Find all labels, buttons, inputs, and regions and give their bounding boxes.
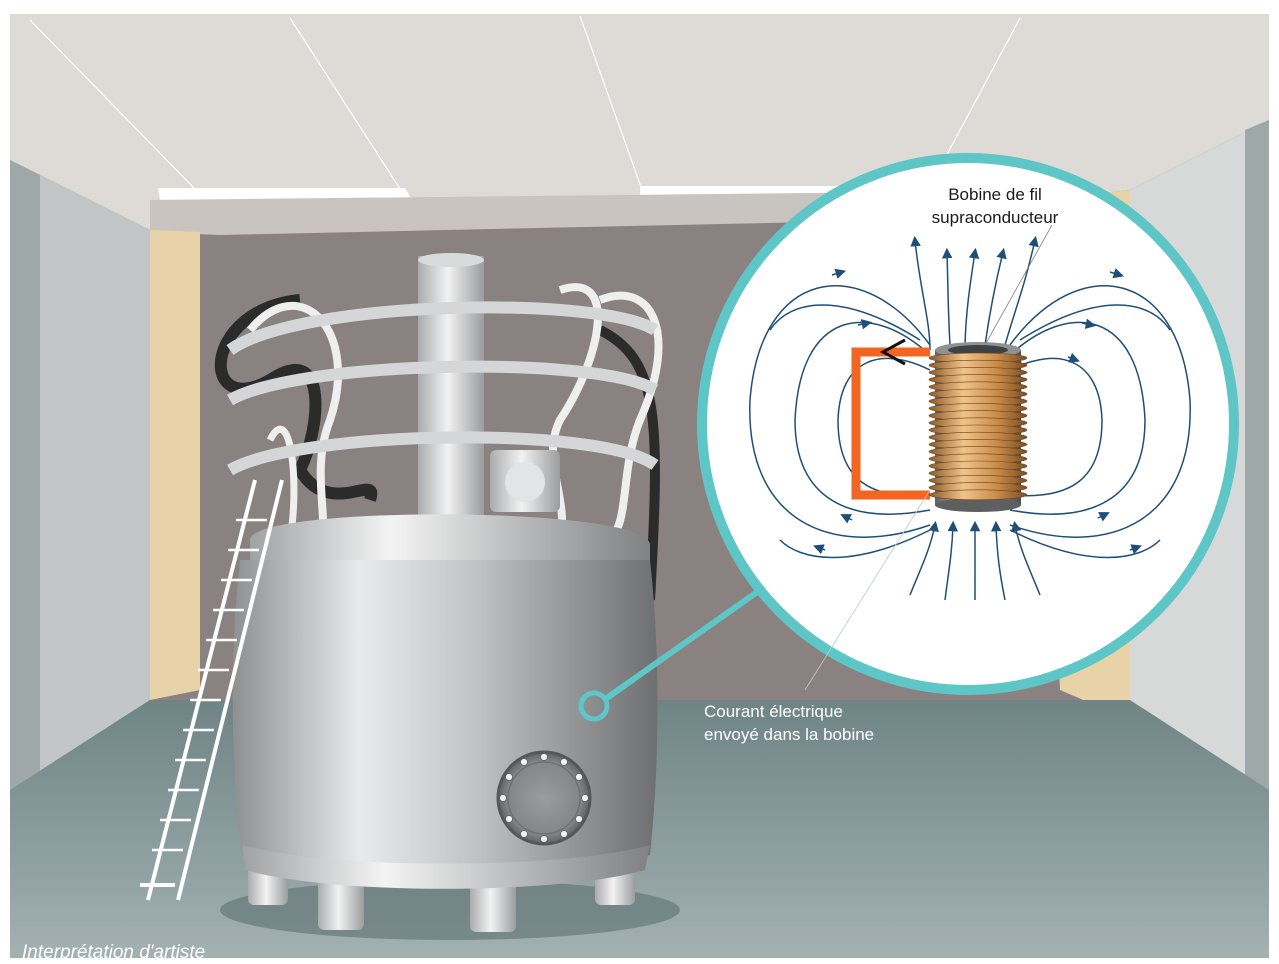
superconducting-coil (928, 342, 1028, 512)
current-circuit (851, 347, 930, 500)
ladder (140, 479, 284, 901)
caption: Interprétation d'artiste (22, 942, 206, 963)
cryostat (214, 253, 680, 940)
current-arrow-icon (879, 338, 906, 366)
porthole (496, 750, 592, 846)
coil-label-line1: Bobine de fil (948, 185, 1042, 204)
current-label-line2: envoyé dans la bobine (704, 725, 875, 744)
coil-label: Bobine de fil supraconducteur (900, 183, 1090, 229)
current-label-line1: Courant électrique (704, 702, 843, 721)
callout-connector (602, 587, 762, 703)
coil-label-line2: supraconducteur (931, 208, 1059, 227)
coil-turn (928, 489, 1028, 501)
left-wall (10, 160, 150, 790)
current-label: Courant électrique envoyé dans la bobine (704, 700, 874, 746)
callout-dot (578, 690, 610, 722)
